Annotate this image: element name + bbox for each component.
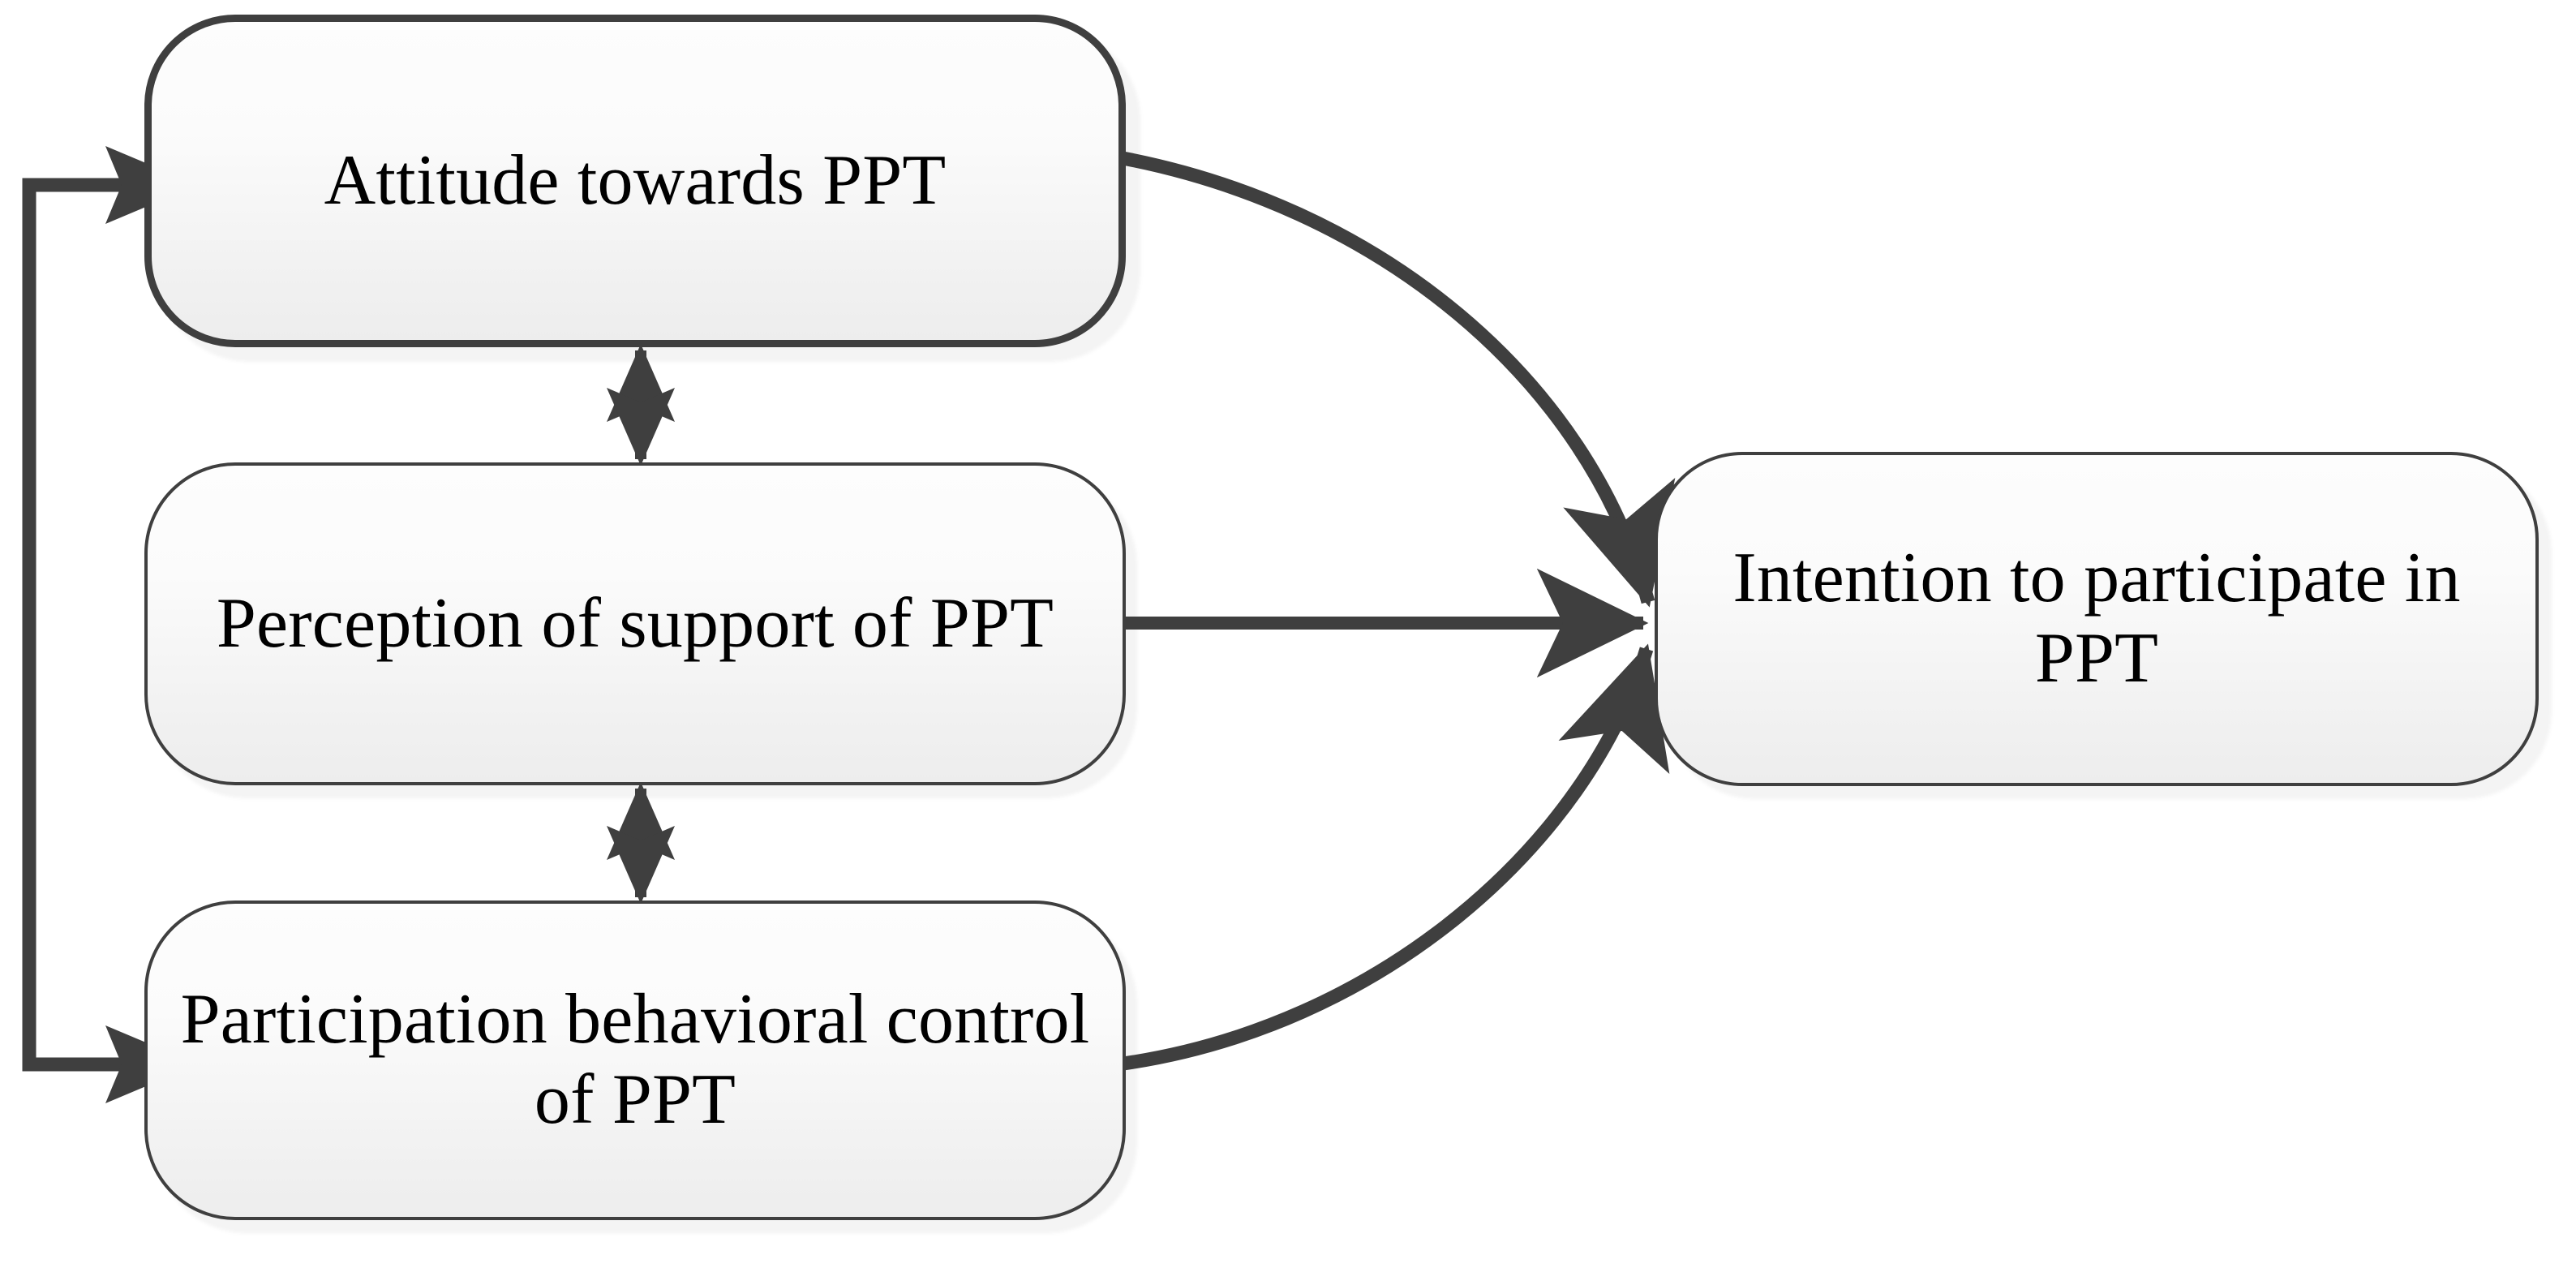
edge-attitude-to-intention <box>1108 148 1676 608</box>
edge-attitude-perception-double-arrow <box>607 344 675 466</box>
node-participation-behavioral-control-of-ppt[interactable]: Participation behavioral control of PPT <box>144 900 1126 1220</box>
edge-perception-control-double-arrow <box>607 782 675 904</box>
node-control-label: Participation behavioral control of PPT <box>180 980 1090 1139</box>
node-attitude-towards-ppt[interactable]: Attitude towards PPT <box>144 15 1126 347</box>
node-intention-to-participate-in-ppt[interactable]: Intention to participate in PPT <box>1655 452 2539 786</box>
node-perception-label: Perception of support of PPT <box>216 583 1054 663</box>
node-attitude-label: Attitude towards PPT <box>324 140 947 220</box>
node-perception-of-support-of-ppt[interactable]: Perception of support of PPT <box>144 462 1126 785</box>
node-intention-label: Intention to participate in PPT <box>1732 539 2461 698</box>
edge-control-to-intention <box>1116 643 1670 1072</box>
